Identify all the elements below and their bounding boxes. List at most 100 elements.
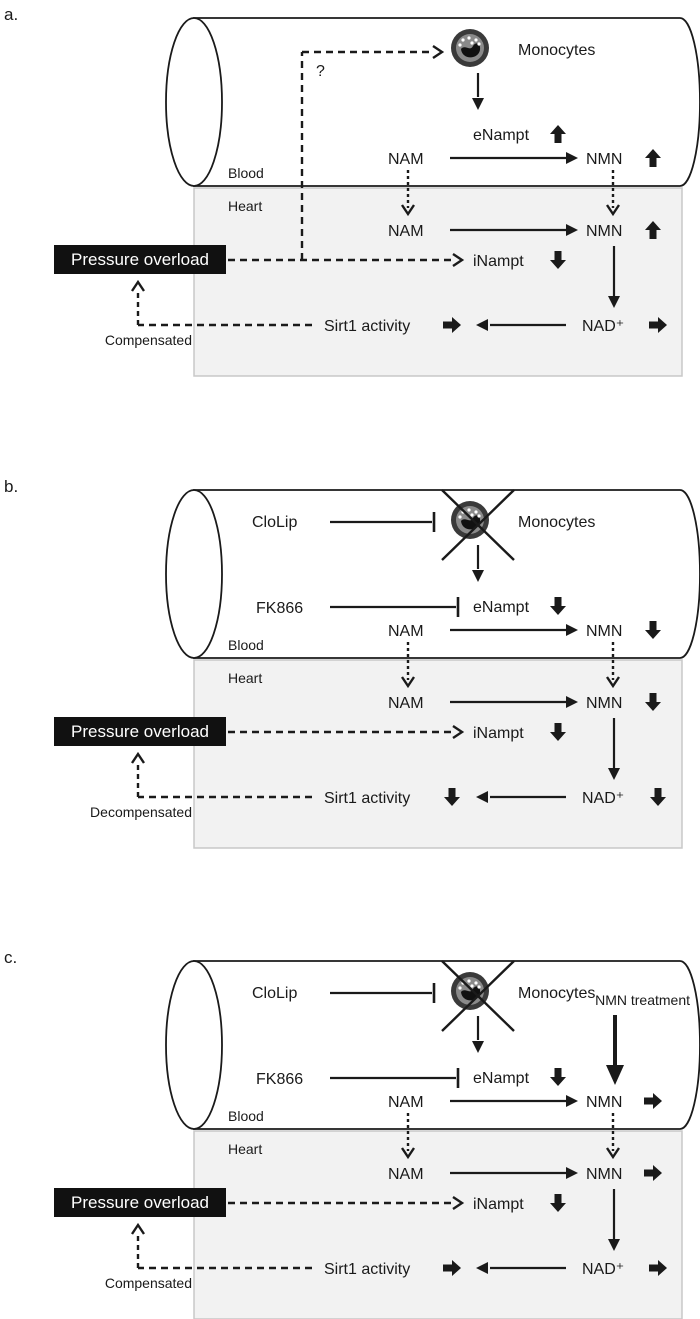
monocyte-nucleus (461, 515, 481, 530)
monocyte-granule (467, 36, 471, 40)
inhibition-cross (441, 960, 515, 1032)
pressure-overload-box (54, 1188, 226, 1217)
arrowhead (476, 319, 488, 331)
arrowhead (566, 624, 578, 636)
fk866-label: FK866 (256, 600, 303, 617)
enampt-status-arrow (550, 1068, 566, 1086)
arrowhead (472, 570, 484, 582)
sirt1-status-arrow (444, 788, 460, 806)
arrowhead (606, 204, 620, 217)
arrowhead (566, 696, 578, 708)
arrowhead (566, 1167, 578, 1179)
vessel-opening (165, 489, 223, 659)
nmn-heart-label: NMN (586, 223, 622, 240)
monocyte-nucleus (461, 43, 481, 58)
nmn-heart-label: NMN (586, 1166, 622, 1183)
monocyte-granule (470, 513, 474, 517)
blood-vessel (193, 17, 700, 187)
arrowhead (401, 204, 415, 217)
nmn-blood-status-arrow (644, 1093, 662, 1109)
monocyte-granule (461, 38, 465, 42)
nmn-heart-status-arrow (644, 1165, 662, 1181)
arrowhead (472, 98, 484, 110)
nmn-blood-label: NMN (586, 1094, 622, 1111)
monocyte-granule (474, 38, 478, 42)
monocyte-granule (470, 41, 474, 45)
blood-label: Blood (228, 1108, 264, 1124)
vessel-opening (165, 17, 223, 187)
arrowhead (566, 224, 578, 236)
nmn-heart-label: NMN (586, 695, 622, 712)
monocyte-nucleus (461, 986, 481, 1001)
heart-label: Heart (228, 1141, 262, 1157)
nad-label: NAD⁺ (582, 790, 624, 807)
inhibition-cross (441, 489, 515, 561)
nmn-treatment-label: NMN treatment (595, 992, 690, 1008)
enampt-label: eNampt (473, 1070, 530, 1087)
sirt1-label: Sirt1 activity (324, 790, 410, 807)
monocyte-icon (451, 29, 489, 67)
monocyte-granule (467, 979, 471, 983)
sirt1-status-arrow (443, 317, 461, 333)
arrowhead (131, 1222, 145, 1235)
inampt-label: iNampt (473, 725, 524, 742)
nad-label: NAD⁺ (582, 1261, 624, 1278)
arrowhead (566, 1095, 578, 1107)
outcome-label: Decompensated (90, 804, 192, 820)
pressure-overload-label: Pressure overload (71, 250, 209, 269)
clolip-label: CloLip (252, 514, 297, 531)
monocyte-granule (458, 515, 462, 519)
arrowhead (131, 279, 145, 292)
arrowhead (606, 1147, 620, 1160)
nam-blood-label: NAM (388, 1094, 424, 1111)
inampt-status-arrow (550, 723, 566, 741)
arrowhead (608, 296, 620, 308)
nad-label: NAD⁺ (582, 318, 624, 335)
arrowhead (452, 725, 465, 739)
inampt-label: iNampt (473, 1196, 524, 1213)
enampt-status-arrow (550, 125, 566, 143)
panel-letter: b. (4, 477, 18, 496)
monocytes-label: Monocytes (518, 985, 595, 1002)
monocyte-granule (477, 514, 481, 518)
nam-heart-label: NAM (388, 695, 424, 712)
blood-label: Blood (228, 165, 264, 181)
arrowhead (401, 676, 415, 689)
outcome-label: Compensated (105, 1275, 192, 1291)
nmn-blood-label: NMN (586, 151, 622, 168)
heart-label: Heart (228, 670, 262, 686)
heart-region (193, 1130, 683, 1319)
sirt1-status-arrow (443, 1260, 461, 1276)
arrowhead (401, 1147, 415, 1160)
nam-heart-label: NAM (388, 1166, 424, 1183)
nam-heart-label: NAM (388, 223, 424, 240)
panel-letter: c. (4, 948, 17, 967)
fk866-label: FK866 (256, 1071, 303, 1088)
monocyte-granule (474, 981, 478, 985)
monocytes-label: Monocytes (518, 42, 595, 59)
arrowhead (452, 253, 465, 267)
monocyte-granule (477, 42, 481, 46)
arrowhead (606, 1065, 624, 1085)
monocytes-label: Monocytes (518, 514, 595, 531)
enampt-status-arrow (550, 597, 566, 615)
arrowhead (472, 1041, 484, 1053)
nmn-heart-status-arrow (645, 693, 661, 711)
blood-label: Blood (228, 637, 264, 653)
nad-status-arrow (649, 317, 667, 333)
enampt-label: eNampt (473, 127, 530, 144)
nmn-blood-status-arrow (645, 149, 661, 167)
arrowhead (452, 1196, 465, 1210)
monocyte-granule (458, 43, 462, 47)
inampt-status-arrow (550, 251, 566, 269)
monocyte-granule (477, 985, 481, 989)
monocyte-icon (451, 972, 489, 1010)
pressure-overload-box (54, 717, 226, 746)
enampt-label: eNampt (473, 599, 530, 616)
arrowhead (608, 768, 620, 780)
clolip-label: CloLip (252, 985, 297, 1002)
pressure-overload-label: Pressure overload (71, 1193, 209, 1212)
